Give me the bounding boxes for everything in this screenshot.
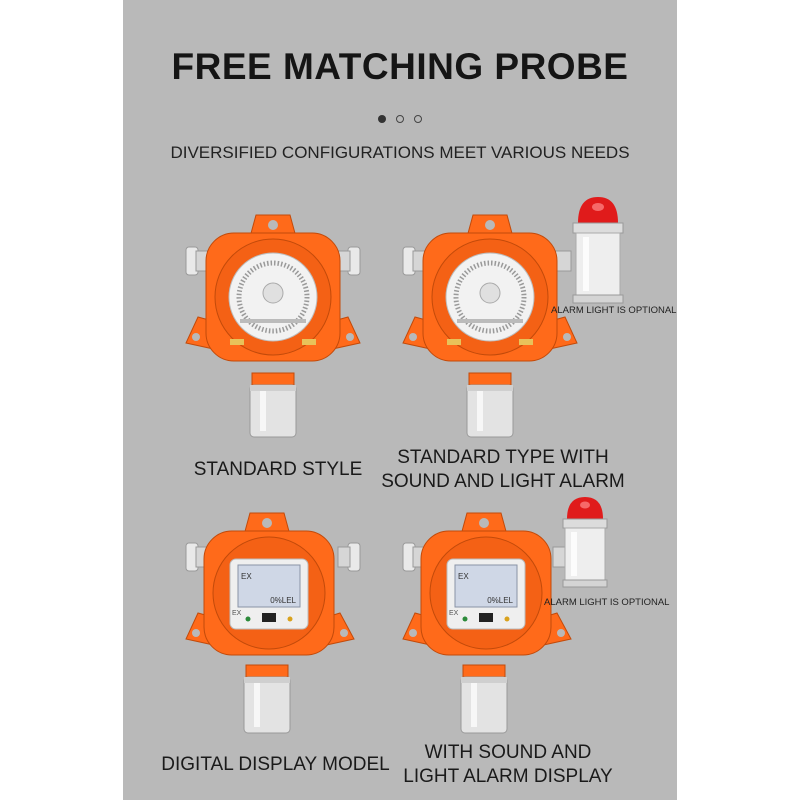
product-panel: FREE MATCHING PROBE DIVERSIFIED CONFIGUR… [123, 0, 677, 800]
caption-digital-display: DIGITAL DISPLAY MODEL [161, 754, 390, 775]
lcd-reading: 0%LEL [487, 596, 513, 605]
ex-badge: EX [232, 610, 242, 617]
lcd-screen-icon [237, 564, 301, 608]
alarm-lamp-icon [572, 197, 624, 304]
carousel-indicator [123, 110, 677, 128]
sensor-probe-icon [466, 384, 514, 438]
alarm-optional-note-1: ALARM LIGHT IS OPTIONAL [551, 305, 677, 316]
cable-gland-left [185, 246, 209, 276]
carousel-dot-1[interactable] [377, 114, 386, 123]
lcd-ex-label: EX [458, 572, 469, 581]
lcd-ex-label: EX [241, 572, 252, 581]
carousel-dot-2[interactable] [396, 114, 404, 123]
digital-detector-image: EX 0%LEL EX [185, 512, 361, 734]
page-subtitle: DIVERSIFIED CONFIGURATIONS MEET VARIOUS … [170, 143, 630, 162]
standard-alarm-detector-image [402, 197, 624, 438]
caption-standard-alarm: STANDARD TYPE WITH SOUND AND LIGHT ALARM [381, 447, 625, 492]
cable-gland-right [337, 246, 361, 276]
sensor-probe-icon [460, 676, 508, 734]
alarm-optional-note-2: ALARM LIGHT IS OPTIONAL [544, 597, 670, 608]
sensor-probe-icon [249, 384, 297, 438]
sensor-probe-icon [243, 676, 291, 734]
lcd-reading: 0%LEL [270, 596, 296, 605]
alarm-lamp-icon [562, 497, 608, 588]
page-title: FREE MATCHING PROBE [171, 46, 629, 87]
ex-badge: EX [449, 610, 459, 617]
carousel-dot-3[interactable] [414, 114, 423, 123]
caption-standard-style: STANDARD STYLE [193, 459, 363, 480]
caption-digital-alarm: WITH SOUND AND LIGHT ALARM DISPLAY [403, 742, 613, 787]
standard-detector-image [185, 214, 361, 438]
lcd-screen-icon [454, 564, 518, 608]
digital-alarm-detector-image: EX 0%LEL EX [402, 497, 608, 734]
